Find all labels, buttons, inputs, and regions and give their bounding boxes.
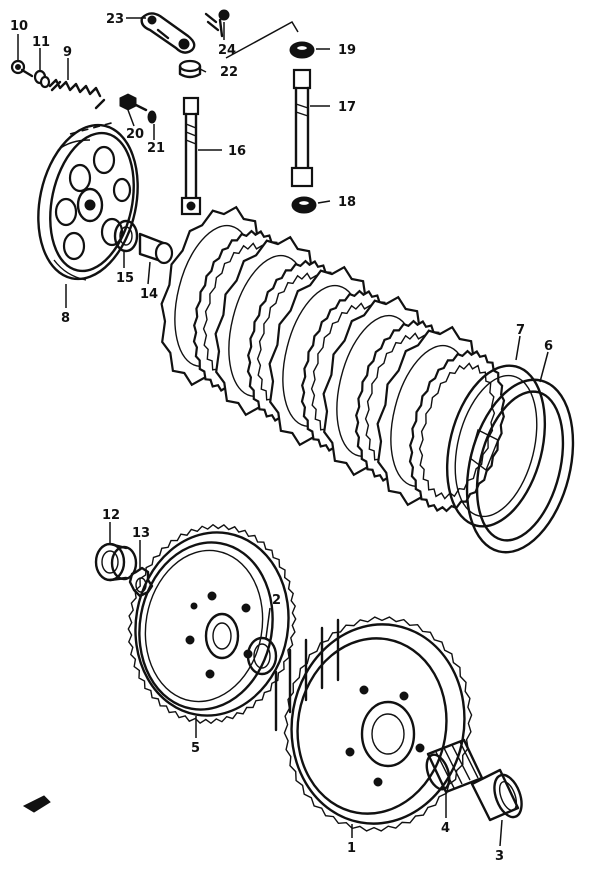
- callout-2: 2: [272, 593, 281, 608]
- callout-18: 18: [338, 195, 356, 210]
- callout-14: 14: [140, 287, 158, 302]
- primary-driven-gear-5: [134, 531, 290, 717]
- callout-20: 20: [126, 127, 144, 142]
- washer-21: [147, 110, 157, 124]
- front-arrow-icon: [22, 795, 51, 813]
- gear-tooth-ring: [127, 523, 297, 725]
- assembly-guide-line: [69, 121, 116, 135]
- rod-16: [180, 96, 202, 216]
- callout-9: 9: [63, 45, 72, 60]
- callout-13: 13: [132, 526, 150, 541]
- callout-4: 4: [441, 821, 450, 836]
- callout-1: 1: [347, 841, 356, 856]
- callout-17: 17: [338, 100, 356, 115]
- seal-18: [291, 196, 317, 214]
- clutch-plate-stack: [160, 205, 506, 513]
- leader-lines: [17, 17, 549, 847]
- bearing-15: [113, 219, 139, 253]
- callout-6: 6: [544, 339, 553, 354]
- bolt-20: [119, 93, 148, 112]
- gear-teeth: [127, 523, 297, 725]
- seal-19: [289, 41, 315, 59]
- rod-17: [290, 68, 314, 188]
- washer-11: [33, 69, 51, 89]
- callout-12: 12: [102, 508, 120, 523]
- callout-10: 10: [10, 19, 28, 34]
- callout-15: 15: [116, 271, 134, 286]
- callout-24: 24: [218, 43, 236, 58]
- clutch-housing-1: [274, 618, 466, 825]
- callout-21: 21: [147, 141, 165, 156]
- release-arm-23: [140, 12, 196, 54]
- callout-8: 8: [61, 311, 70, 326]
- callout-23: 23: [106, 12, 124, 27]
- housing-fingers: [283, 616, 473, 832]
- bolt-10: [10, 59, 34, 78]
- callout-11: 11: [32, 35, 50, 50]
- callout-22: 22: [220, 65, 238, 80]
- callout-16: 16: [228, 144, 246, 159]
- callout-5: 5: [191, 741, 200, 756]
- callout-labels: 10 11 9 23 24 22 19 20 21 17 16 18 15 14…: [10, 12, 553, 864]
- nut-22: [178, 59, 202, 79]
- bushing-12: [94, 542, 138, 582]
- piece-14: [138, 232, 174, 265]
- spring-9: [48, 78, 106, 110]
- callout-19: 19: [338, 43, 356, 58]
- spacer-3: [470, 768, 523, 822]
- assembly-guide-line-2: [225, 20, 299, 59]
- screw-24: [204, 9, 230, 38]
- callout-7: 7: [516, 323, 525, 338]
- callout-3: 3: [495, 849, 504, 864]
- thrust-washer-2: [246, 636, 278, 676]
- clutch-plate-6: [465, 378, 575, 554]
- housing-tooth-ring: [283, 616, 473, 832]
